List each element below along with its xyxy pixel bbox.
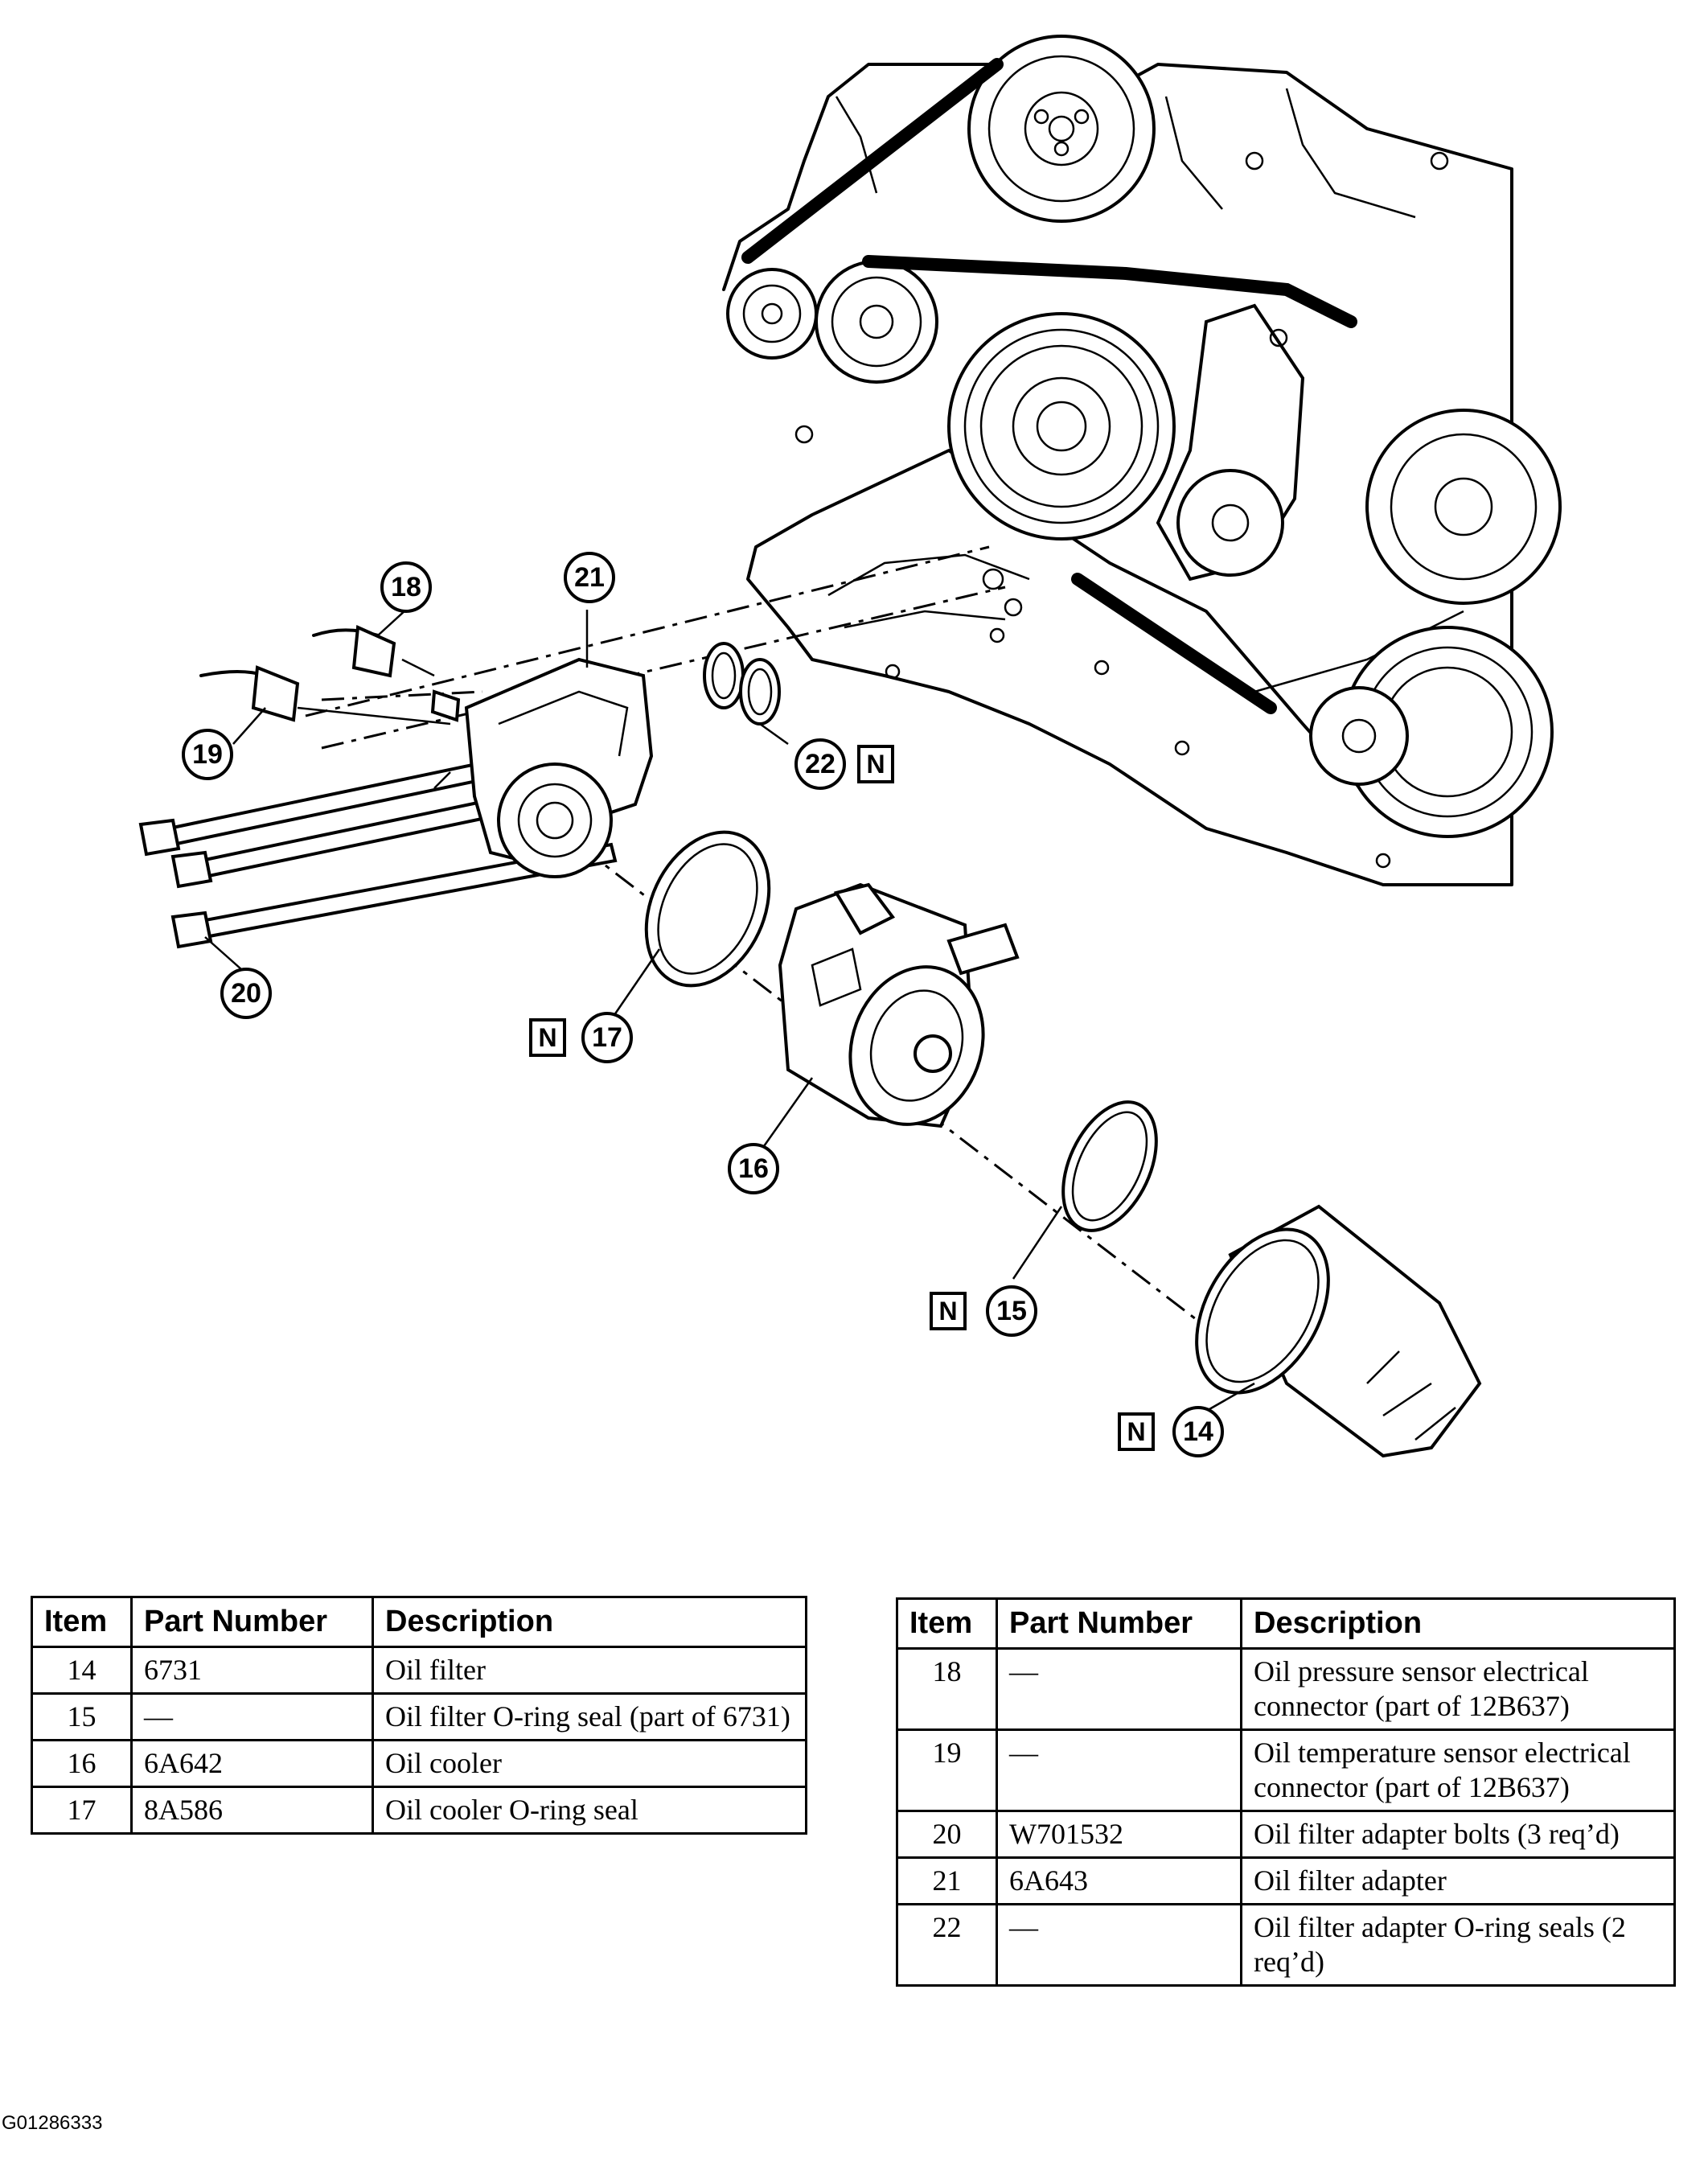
part-number-cell: 6A643 [996,1856,1242,1905]
figure-id: G01286333 [2,2112,103,2134]
table-header-row: Item Part Number Description [31,1596,807,1648]
exploded-view-diagram: 18 21 19 20 22 N N 17 16 N 15 N 14 [138,35,1562,1458]
part-number-cell: — [130,1692,374,1741]
column-header-description: Description [1240,1597,1676,1650]
callout-17: N 17 [529,1012,633,1063]
parts-table-right: Item Part Number Description 18 — Oil pr… [896,1597,1676,1987]
callout-20: 20 [220,968,272,1019]
table-row: 14 6731 Oil filter [31,1646,807,1695]
item-cell: 18 [896,1647,998,1731]
new-part-marker-14: N [1127,1417,1145,1446]
oil-filter-adapter [433,657,654,878]
item-cell: 15 [31,1692,133,1741]
description-cell: Oil filter adapter bolts (3 req’d) [1240,1810,1676,1859]
oil-filter-o-ring-seal [1061,1100,1158,1232]
item-cell: 22 [896,1903,998,1987]
callout-18: 18 [380,561,432,613]
callout-22-label: 22 [805,749,836,779]
callout-14: N 14 [1118,1406,1224,1457]
description-cell: Oil filter O-ring seal (part of 6731) [372,1692,807,1741]
item-cell: 17 [31,1786,133,1835]
callout-15-label: 15 [996,1296,1027,1326]
part-number-cell: — [996,1728,1242,1812]
adapter-o-ring-seals [703,642,781,725]
table-row: 22 — Oil filter adapter O-ring seals (2 … [896,1903,1676,1987]
callout-18-label: 18 [391,572,421,602]
description-cell: Oil pressure sensor electrical connector… [1240,1647,1676,1731]
callout-14-label: 14 [1183,1416,1213,1447]
item-cell: 20 [896,1810,998,1859]
oil-cooler-o-ring-seal [644,830,771,988]
part-number-cell: W701532 [996,1810,1242,1859]
table-row: 21 6A643 Oil filter adapter [896,1856,1676,1905]
description-cell: Oil temperature sensor electrical connec… [1240,1728,1676,1812]
part-number-cell: 8A586 [130,1786,374,1835]
engine-front [722,35,1562,886]
table-row: 19 — Oil temperature sensor electrical c… [896,1728,1676,1812]
callout-19-label: 19 [192,739,223,770]
item-cell: 16 [31,1739,133,1788]
new-part-marker-22: N [866,750,885,779]
part-number-cell: 6A642 [130,1739,374,1788]
part-number-cell: — [996,1647,1242,1731]
column-header-item: Item [31,1596,133,1648]
item-cell: 19 [896,1728,998,1812]
description-cell: Oil cooler [372,1739,807,1788]
description-cell: Oil filter adapter O-ring seals (2 req’d… [1240,1903,1676,1987]
column-header-description: Description [372,1596,807,1648]
callout-19: 19 [182,729,233,780]
table-row: 16 6A642 Oil cooler [31,1739,807,1788]
oil-cooler [778,882,1020,1128]
table-row: 15 — Oil filter O-ring seal (part of 673… [31,1692,807,1741]
item-cell: 14 [31,1646,133,1695]
column-header-item: Item [896,1597,998,1650]
item-cell: 21 [896,1856,998,1905]
column-header-part-number: Part Number [996,1597,1242,1650]
table-row: 20 W701532 Oil filter adapter bolts (3 r… [896,1810,1676,1859]
callout-21: 21 [564,552,615,603]
callout-21-label: 21 [574,562,605,593]
callout-22: 22 N [794,738,894,790]
new-part-marker-15: N [938,1297,957,1326]
part-number-cell: 6731 [130,1646,374,1695]
description-cell: Oil cooler O-ring seal [372,1786,807,1835]
callout-16-label: 16 [738,1153,769,1184]
parts-table-left: Item Part Number Description 14 6731 Oil… [31,1596,807,1835]
table-header-row: Item Part Number Description [896,1597,1676,1650]
callout-17-label: 17 [592,1022,622,1053]
callout-15: N 15 [930,1285,1037,1337]
leader-lines [204,609,1255,1417]
table-row: 17 8A586 Oil cooler O-ring seal [31,1786,807,1835]
description-cell: Oil filter [372,1646,807,1695]
part-number-cell: — [996,1903,1242,1987]
column-header-part-number: Part Number [130,1596,374,1648]
description-cell: Oil filter adapter [1240,1856,1676,1905]
callout-16: 16 [728,1143,779,1194]
oil-filter [1195,1204,1482,1458]
callout-20-label: 20 [231,978,261,1009]
new-part-marker-17: N [538,1023,556,1052]
table-row: 18 — Oil pressure sensor electrical conn… [896,1647,1676,1731]
sensor-connectors [199,625,461,725]
